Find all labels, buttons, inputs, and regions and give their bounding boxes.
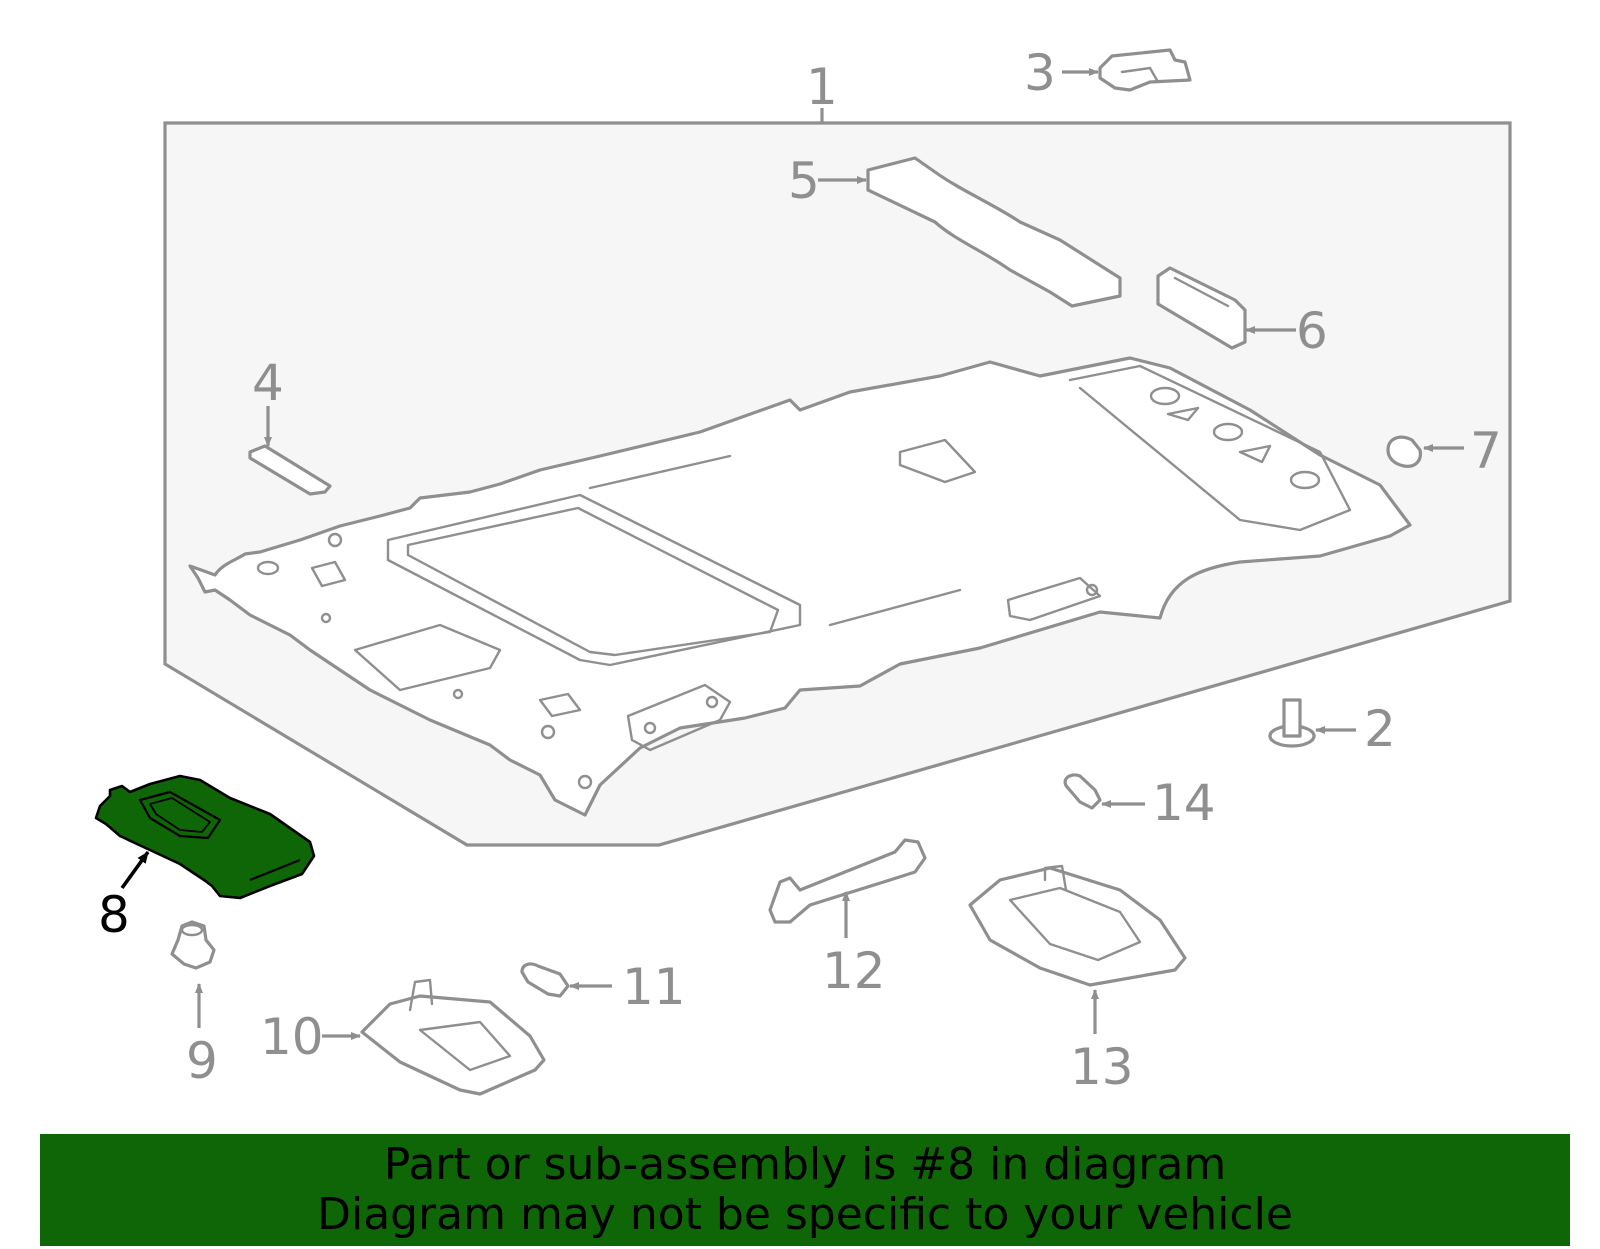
part-14-bulb bbox=[1063, 773, 1102, 810]
part-10-map-lamp bbox=[360, 978, 546, 1096]
callout-6: 6 bbox=[1296, 302, 1328, 360]
part-12-grab-handle bbox=[768, 838, 927, 924]
part-3-clip bbox=[1098, 48, 1192, 92]
part-9-holder-clip bbox=[170, 920, 216, 970]
part-7-plug bbox=[1386, 435, 1422, 468]
callout-14: 14 bbox=[1152, 774, 1216, 832]
part-13-console-lamp bbox=[968, 864, 1187, 987]
callout-8: 8 bbox=[98, 886, 130, 944]
callout-13: 13 bbox=[1070, 1038, 1134, 1096]
part-5-trim-strip bbox=[866, 156, 1122, 308]
part-2-screw bbox=[1268, 698, 1316, 748]
callout-3: 3 bbox=[1024, 44, 1056, 102]
callout-12: 12 bbox=[822, 942, 886, 1000]
callout-9: 9 bbox=[186, 1032, 218, 1090]
callout-10: 10 bbox=[260, 1008, 324, 1066]
headliner bbox=[188, 356, 1412, 817]
callout-5: 5 bbox=[788, 152, 820, 210]
callout-11: 11 bbox=[622, 958, 686, 1016]
callout-7: 7 bbox=[1470, 422, 1502, 480]
callout-4: 4 bbox=[252, 354, 284, 412]
part-11-bulb bbox=[520, 962, 570, 998]
info-banner: Part or sub-assembly is #8 in diagram Di… bbox=[40, 1134, 1570, 1246]
callout-1: 1 bbox=[806, 58, 838, 116]
part-8-sun-visor bbox=[94, 774, 316, 900]
banner-line-1: Part or sub-assembly is #8 in diagram bbox=[383, 1139, 1227, 1190]
banner-line-2: Diagram may not be specific to your vehi… bbox=[317, 1189, 1293, 1240]
callout-2: 2 bbox=[1364, 700, 1396, 758]
